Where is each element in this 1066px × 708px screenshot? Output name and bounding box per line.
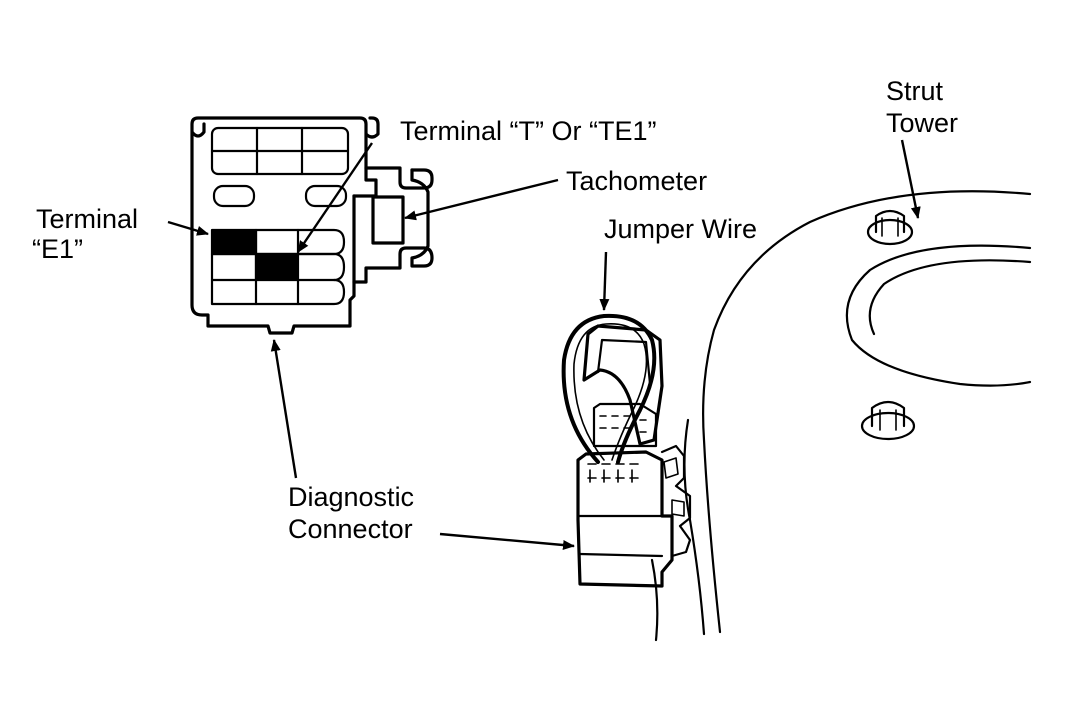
label-terminal-e1-line2: “E1” [32, 234, 83, 264]
tachometer-probe [371, 195, 405, 245]
oval-slot [212, 184, 256, 208]
strut-tower-inner-ring [845, 244, 1032, 387]
oval-slot [304, 184, 348, 208]
strut-tower [650, 190, 1032, 642]
label-terminal-e1-line1: Terminal [36, 204, 138, 234]
mount-stud-lower [860, 400, 916, 441]
terminal-cell [210, 252, 258, 282]
mount-stud-upper [866, 209, 914, 246]
arrow-jumper-wire [599, 251, 610, 311]
label-diagnostic-line2: Connector [288, 514, 413, 544]
connector-pin-grid [587, 463, 639, 483]
latch-pins [599, 415, 647, 433]
label-tachometer: Tachometer [566, 166, 707, 196]
arrow-terminal-t [297, 142, 373, 253]
connector-body-seam [578, 552, 664, 558]
jumper-wire-loop-inner [573, 323, 648, 461]
label-strut-line2: Tower [886, 108, 958, 138]
terminal-cell [210, 278, 346, 306]
connector-mount-bracket [660, 444, 692, 558]
arrow-diagnostic-body [439, 532, 575, 550]
terminal-t-cell [254, 252, 300, 282]
connector-face-right-wing [352, 166, 434, 284]
fender-edge [683, 418, 706, 636]
leader-arrows [167, 139, 921, 550]
label-terminal-t-te1: Terminal “T” Or “TE1” [400, 116, 657, 146]
arrow-tachometer [404, 178, 559, 221]
diagram-labels: Terminal “T” Or “TE1” Tachometer Termina… [32, 76, 958, 544]
jumper-wire-loop [561, 313, 657, 464]
label-diagnostic-line1: Diagnostic [288, 482, 414, 512]
terminal-cell [254, 228, 300, 256]
connector-face-outline [190, 116, 434, 335]
diagnostic-connector-body [561, 313, 692, 588]
terminal-grid [210, 228, 346, 306]
arrow-diagnostic-face [270, 339, 298, 479]
connector-main-body [576, 450, 674, 588]
terminal-e1-cell [210, 228, 258, 256]
connector-cover-inner [596, 338, 652, 386]
arrow-strut-tower [900, 139, 921, 219]
bracket-detail [663, 457, 685, 517]
arrow-terminal-e1 [167, 220, 209, 236]
terminal-cell [296, 252, 346, 282]
fender-edge-inner [650, 558, 659, 642]
connector-face-detail [190, 116, 434, 335]
label-strut-line1: Strut [886, 76, 944, 106]
label-jumper-wire: Jumper Wire [604, 214, 757, 244]
strut-tower-inner-ring-2 [868, 259, 1032, 336]
strut-tower-outer-arc [702, 190, 1032, 634]
